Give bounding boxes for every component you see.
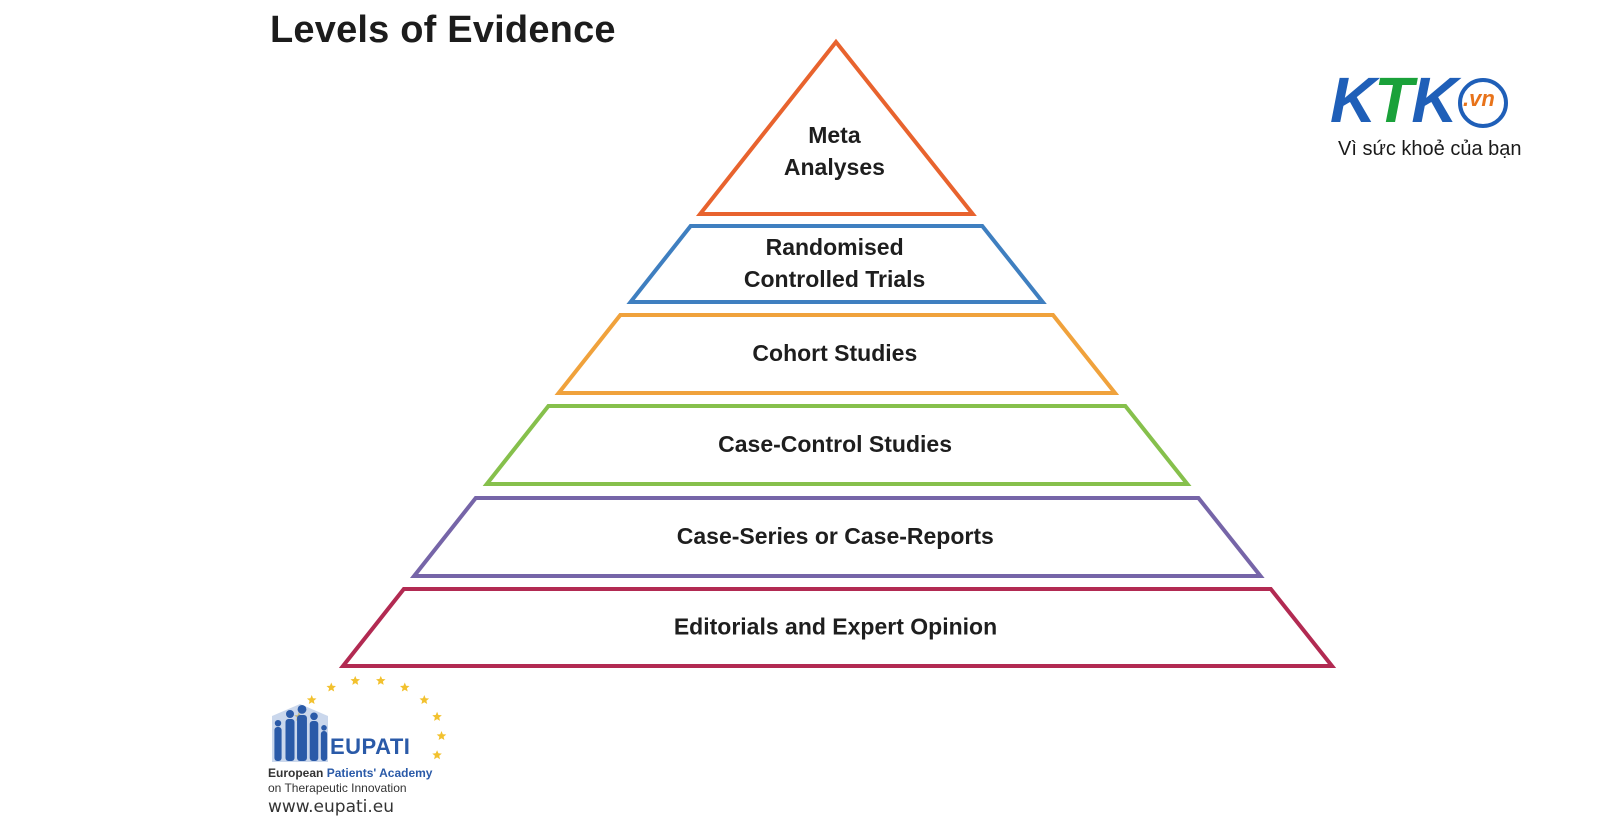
- pyramid-tier-4: [482, 404, 1192, 486]
- person-icon-head: [274, 720, 282, 727]
- person-icon-body: [309, 721, 319, 761]
- ktk-letter-t: T: [1374, 64, 1413, 136]
- ktk-circle-icon: [1458, 78, 1508, 128]
- ktk-letter-k-second: K: [1411, 64, 1457, 136]
- eupati-url: www.eupati.eu: [268, 797, 395, 817]
- eupati-tagline-line1: European Patients' Academy: [268, 766, 432, 780]
- ktk-wordmark: KTK: [1330, 68, 1458, 132]
- person-icon-head: [321, 725, 327, 731]
- person-icon-body: [274, 727, 282, 761]
- person-icon-body: [285, 719, 295, 761]
- star-icon: [400, 682, 410, 692]
- star-icon: [432, 750, 442, 760]
- page-title: Levels of Evidence: [270, 9, 616, 51]
- person-icon-head: [310, 712, 318, 721]
- eupati-tagline-line2: on Therapeutic Innovation: [268, 781, 407, 795]
- person-icon-body: [320, 731, 328, 761]
- star-icon: [350, 676, 360, 685]
- star-icon: [432, 711, 442, 721]
- person-icon-body: [297, 715, 307, 761]
- pyramid-tier-2: [626, 224, 1047, 304]
- star-icon: [306, 695, 317, 704]
- star-icon: [436, 731, 447, 740]
- star-icon: [326, 682, 336, 692]
- pyramid-tier-1: [695, 38, 977, 216]
- pyramid-tier-3-label: Cohort Studies: [752, 340, 917, 366]
- pyramid-tier-1-label: Analyses: [784, 154, 885, 180]
- ktk-logo: KTK .vn Vì sức khoẻ của bạn: [1330, 68, 1522, 178]
- pyramid-tier-5: [409, 496, 1265, 578]
- pyramid-tier-4-label: Case-Control Studies: [718, 431, 952, 457]
- eupati-logo: EUPATI European Patients' Academy on The…: [268, 676, 468, 836]
- person-icon-head: [286, 710, 294, 718]
- pyramid-tier-1-label: Meta: [808, 122, 861, 148]
- star-icon: [419, 695, 430, 704]
- pyramid-tier-3: [554, 313, 1120, 395]
- eupati-people-stars-icon: [272, 676, 447, 762]
- pyramid-tier-5-label: Case-Series or Case-Reports: [677, 523, 994, 549]
- pyramid-tier-6: [338, 587, 1337, 668]
- ktk-letter-k: K: [1330, 64, 1376, 136]
- eupati-tagline-highlight: Patients' Academy: [326, 766, 433, 780]
- eupati-wordmark: EUPATI: [330, 734, 411, 759]
- ktk-domain: .vn: [1463, 86, 1495, 111]
- person-icon-head: [297, 705, 307, 714]
- star-icon: [376, 676, 386, 685]
- pyramid-tier-2-label: Controlled Trials: [744, 266, 925, 292]
- eupati-tagline-prefix: European: [268, 766, 327, 780]
- pyramid-tier-6-label: Editorials and Expert Opinion: [674, 614, 997, 640]
- pyramid-tier-2-label: Randomised: [766, 234, 904, 260]
- ktk-slogan: Vì sức khoẻ của bạn: [1338, 138, 1522, 160]
